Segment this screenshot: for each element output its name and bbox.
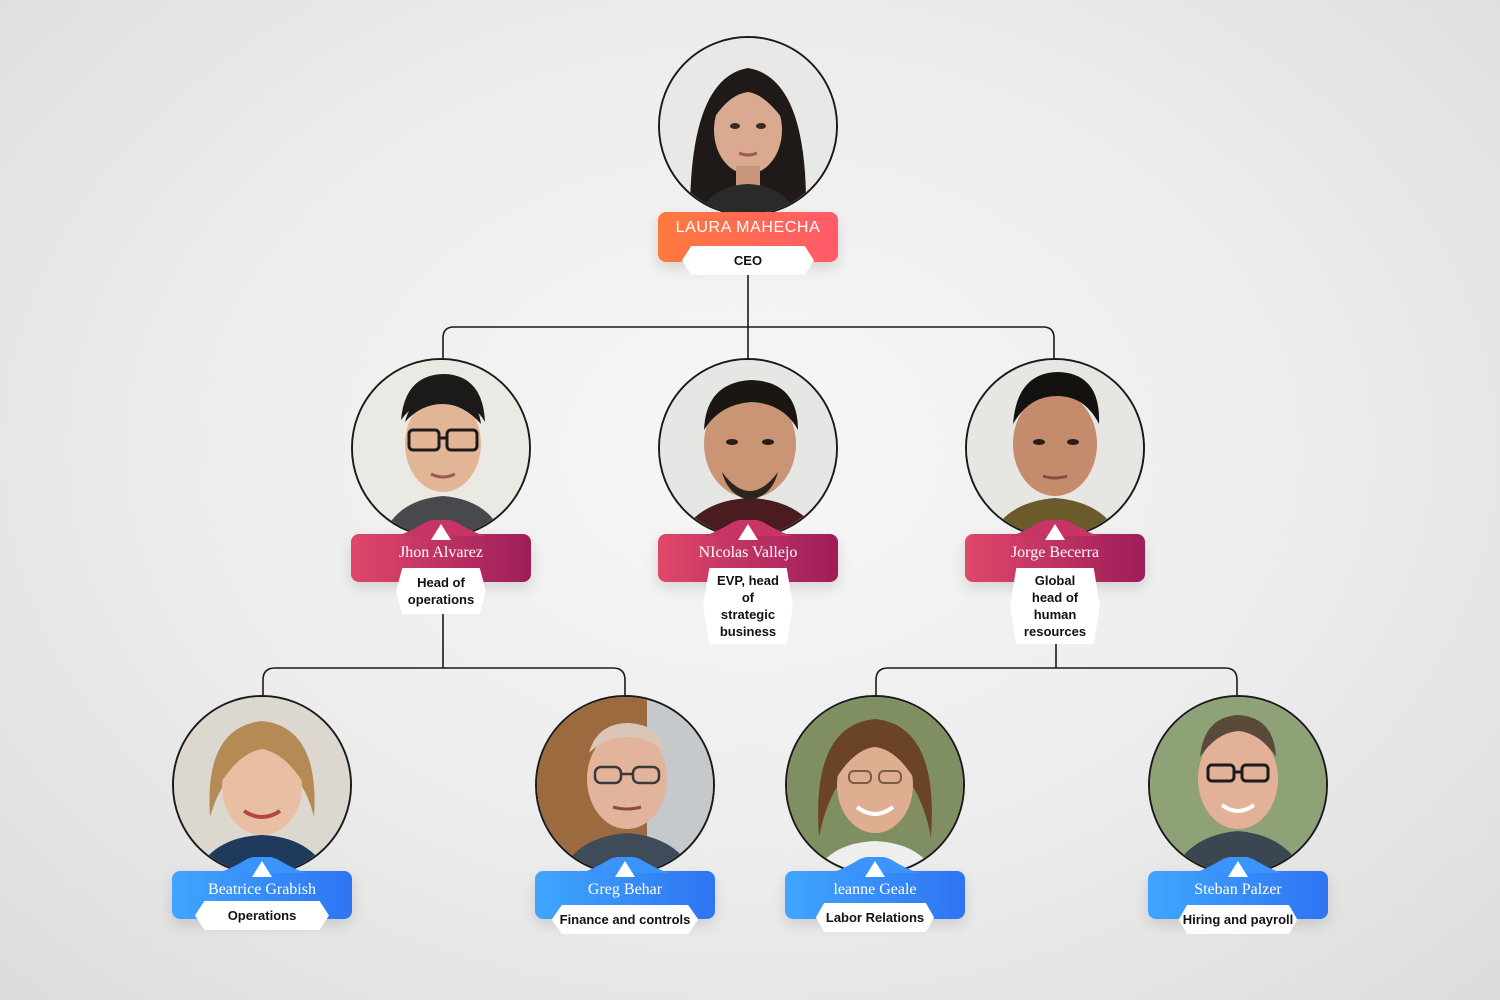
triangle-up-icon (1045, 524, 1065, 540)
staff-name: Greg Behar (587, 881, 663, 898)
ceo-connector (442, 272, 1055, 358)
manager-title: Global head of human resources (1010, 568, 1100, 644)
staff-name-badge: leanne Geale Labor Relations (785, 857, 965, 932)
manager-photo (351, 358, 531, 538)
staff-name: Steban Palzer (1194, 881, 1282, 898)
manager-name: NIcolas Vallejo (698, 544, 798, 561)
man-portrait-icon (660, 360, 836, 536)
triangle-up-icon (431, 524, 451, 540)
man-with-glasses-portrait-icon (353, 360, 529, 536)
manager-name-badge: Jhon Alvarez Head of operations (351, 520, 531, 614)
staff-photo (535, 695, 715, 875)
staff-title: Finance and controls (551, 905, 699, 934)
manager-name: Jhon Alvarez (399, 544, 483, 561)
man-with-glasses-portrait-icon (1150, 697, 1326, 873)
staff-title: Hiring and payroll (1178, 905, 1298, 934)
staff-photo (172, 695, 352, 875)
staff-name-badge: Beatrice Grabish Operations (172, 857, 352, 930)
man-with-glasses-portrait-icon (537, 697, 713, 873)
staff-name-badge: Greg Behar Finance and controls (535, 857, 715, 934)
woman-portrait-icon (660, 38, 836, 214)
staff-photo (1148, 695, 1328, 875)
manager-name-badge: NIcolas Vallejo EVP, head of strategic b… (658, 520, 838, 644)
woman-portrait-icon (787, 697, 963, 873)
staff-title: Operations (195, 901, 329, 930)
staff-name: Beatrice Grabish (208, 881, 316, 898)
ceo-name: LAURA MAHECHA (675, 219, 821, 236)
triangle-up-icon (252, 861, 272, 877)
staff-name: leanne Geale (833, 881, 917, 898)
manager-photo (658, 358, 838, 538)
staff-name-badge: Steban Palzer Hiring and payroll (1148, 857, 1328, 934)
woman-portrait-icon (174, 697, 350, 873)
triangle-up-icon (615, 861, 635, 877)
triangle-up-icon (1228, 861, 1248, 877)
ceo-name-badge: LAURA MAHECHA CEO (658, 212, 838, 275)
staff-photo (785, 695, 965, 875)
manager-title: EVP, head of strategic business (703, 568, 793, 644)
man-portrait-icon (967, 360, 1143, 536)
ceo-photo (658, 36, 838, 216)
staff-title: Labor Relations (815, 903, 935, 932)
manager-title: Head of operations (396, 568, 486, 614)
manager-photo (965, 358, 1145, 538)
ceo-title: CEO (682, 246, 814, 275)
manager-name: Jorge Becerra (1010, 544, 1100, 561)
manager-name-badge: Jorge Becerra Global head of human resou… (965, 520, 1145, 644)
triangle-up-icon (865, 861, 885, 877)
triangle-up-icon (738, 524, 758, 540)
